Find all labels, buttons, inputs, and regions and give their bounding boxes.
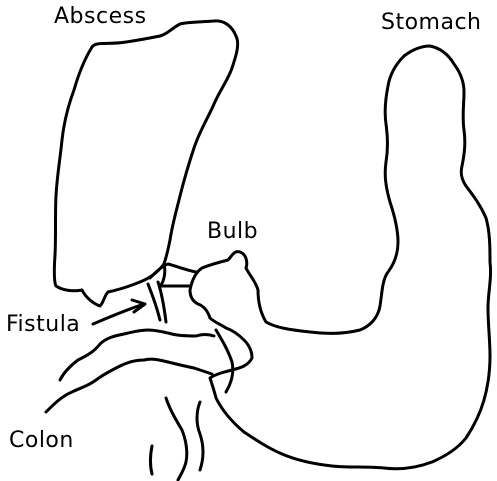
duodenum-fold <box>216 330 233 392</box>
fistula-label: Fistula <box>6 314 80 336</box>
stomach-outline <box>190 46 491 469</box>
colon-loop-inner <box>197 402 203 470</box>
colon-upper-wall <box>60 330 214 380</box>
fistula-channel-left <box>148 284 160 320</box>
stomach-label: Stomach <box>381 12 482 34</box>
colon-label: Colon <box>9 430 74 452</box>
abscess-label: Abscess <box>54 6 147 28</box>
colon-loop-left <box>151 446 153 474</box>
colon-loop-right <box>166 398 187 480</box>
fistula-junction <box>150 264 196 278</box>
bulb-label: Bulb <box>207 221 258 243</box>
abscess-outline <box>54 21 237 306</box>
